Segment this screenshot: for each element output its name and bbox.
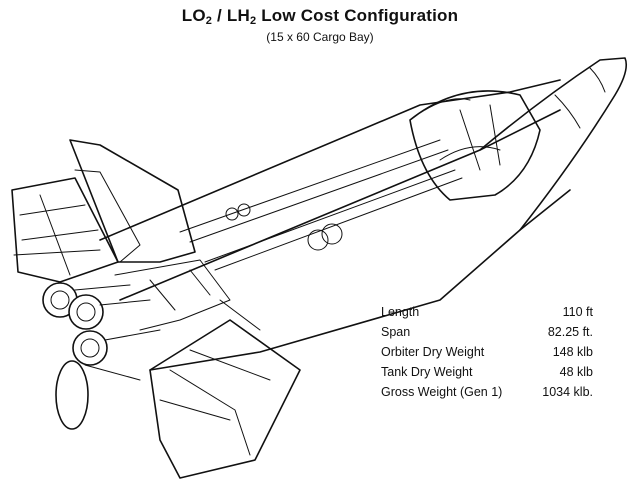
tail-fin: [69, 139, 196, 263]
spec-label: Span: [381, 325, 411, 339]
tail-fin-rudder: [74, 169, 141, 263]
main-engine-nozzle: [72, 330, 108, 366]
spec-row-span: Span 82.25 ft.: [381, 322, 593, 342]
left-wing: [11, 177, 119, 283]
cargo-bay-door-ring: [321, 223, 343, 245]
spec-value: 82.25 ft.: [547, 325, 593, 339]
right-wing-ribs: [159, 349, 271, 456]
fuselage-upper: [99, 79, 561, 241]
spec-label: Gross Weight (Gen 1): [381, 385, 503, 399]
cargo-bay-lines: [179, 139, 463, 271]
main-engine-nozzle-inner: [50, 290, 70, 310]
spec-row-gross-weight: Gross Weight (Gen 1) 1034 klb.: [381, 382, 593, 402]
spec-row-length: Length 110 ft: [381, 302, 593, 322]
cargo-bay-door-ring: [307, 229, 329, 251]
spec-value: 110 ft: [562, 305, 593, 319]
crew-cabin: [409, 90, 541, 201]
aft-plumbing: [114, 259, 261, 331]
booster-nozzle: [55, 360, 89, 430]
left-wing-ribs: [13, 194, 101, 276]
cargo-bay-door-ring: [225, 207, 239, 221]
external-tank: [479, 57, 628, 231]
right-wing: [149, 319, 301, 479]
cargo-bay-door-ring: [237, 203, 251, 217]
fuselage-lower: [149, 189, 571, 371]
main-engine-nozzle-inner: [80, 338, 100, 358]
nose-cone-band: [554, 67, 606, 129]
spec-value: 1034 klb.: [542, 385, 593, 399]
engine-bells: [74, 284, 161, 381]
spec-label: Tank Dry Weight: [381, 365, 473, 379]
spec-row-orbiter-dry-weight: Orbiter Dry Weight 148 klb: [381, 342, 593, 362]
spec-row-tank-dry-weight: Tank Dry Weight 48 klb: [381, 362, 593, 382]
specs-table: Length 110 ft Span 82.25 ft. Orbiter Dry W…: [381, 302, 593, 402]
spec-value: 148 klb: [552, 345, 593, 359]
spec-value: 48 klb: [559, 365, 593, 379]
page-title: LO2 / LH2 Low Cost Configuration: [181, 6, 459, 27]
crew-cabin-detail: [424, 98, 501, 171]
main-engine-nozzle-inner: [76, 302, 96, 322]
spec-label: Length: [381, 305, 420, 319]
spec-label: Orbiter Dry Weight: [381, 345, 485, 359]
main-engine-nozzle: [68, 294, 104, 330]
page-subtitle: (15 x 60 Cargo Bay): [266, 30, 374, 44]
